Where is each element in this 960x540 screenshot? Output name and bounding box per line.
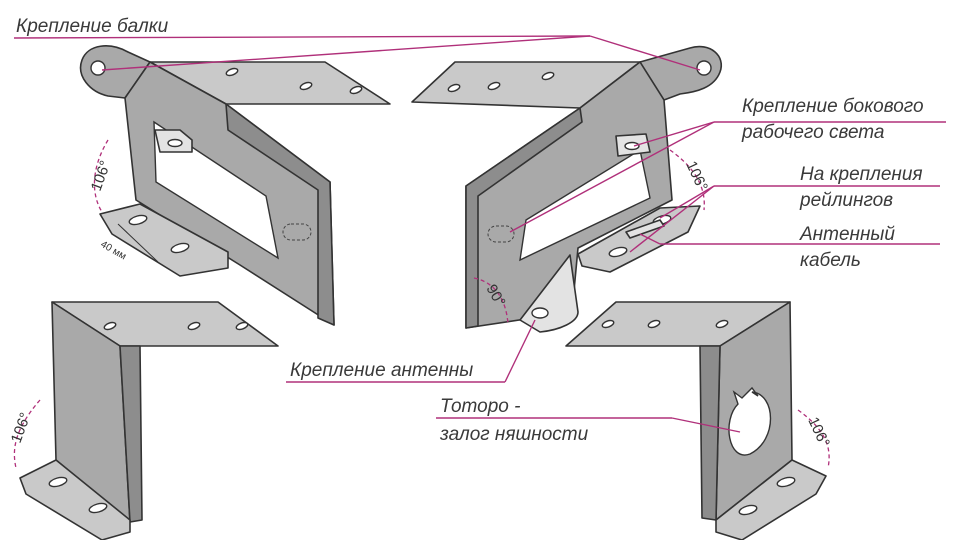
top-left-ear-hole: [90, 60, 106, 76]
top-left-ear: [79, 45, 151, 99]
label-totoro-2: залог няшности: [439, 424, 589, 445]
label-beam-mount: Крепление балки: [16, 16, 169, 37]
label-rails-1: На крепления: [800, 164, 923, 185]
label-antenna-cable-1: Антенный: [799, 224, 895, 245]
angle-arc-bottom-right: [797, 409, 830, 469]
top-right-foot: [577, 205, 701, 273]
top-left-plate-edge: [225, 103, 335, 326]
angle-arc-bottom-left: [13, 399, 41, 469]
leader-lines: [13, 35, 946, 433]
bracket-top-right: [411, 45, 723, 333]
bottom-right-foot: [715, 459, 827, 540]
label-side-light-2: рабочего света: [741, 122, 884, 143]
bracket-top-left: [79, 45, 391, 326]
label-antenna-mount: Крепление антенны: [290, 360, 473, 381]
angle-top-left: 106°: [88, 158, 115, 193]
angle-bottom-right: 106°: [804, 415, 833, 450]
angle-top-right: 106°: [682, 159, 711, 194]
top-left-window: [153, 120, 279, 260]
angle-arc-top-right: [669, 149, 705, 211]
label-side-light-1: Крепление бокового: [742, 96, 924, 117]
bracket-bottom-right: [565, 301, 827, 540]
angle-arc-antenna: [473, 277, 509, 325]
totoro-cutout: [728, 386, 772, 456]
label-rails-2: рейлингов: [799, 190, 893, 211]
top-right-window: [519, 148, 651, 262]
dimension-line: [117, 223, 159, 263]
bracket-bottom-left: [19, 301, 279, 540]
angle-arc-top-left: [93, 139, 109, 213]
top-right-ear-hole: [696, 60, 712, 76]
label-totoro-1: Тоторо -: [440, 396, 520, 417]
dimension-40mm: 40 мм: [99, 239, 129, 262]
bottom-left-foot: [19, 459, 131, 540]
top-right-plate-edge: [465, 107, 583, 329]
top-right-ear: [639, 45, 723, 101]
angle-bottom-left: 106°: [8, 410, 35, 445]
antenna-hole: [531, 307, 549, 319]
label-antenna-cable-2: кабель: [800, 250, 861, 271]
